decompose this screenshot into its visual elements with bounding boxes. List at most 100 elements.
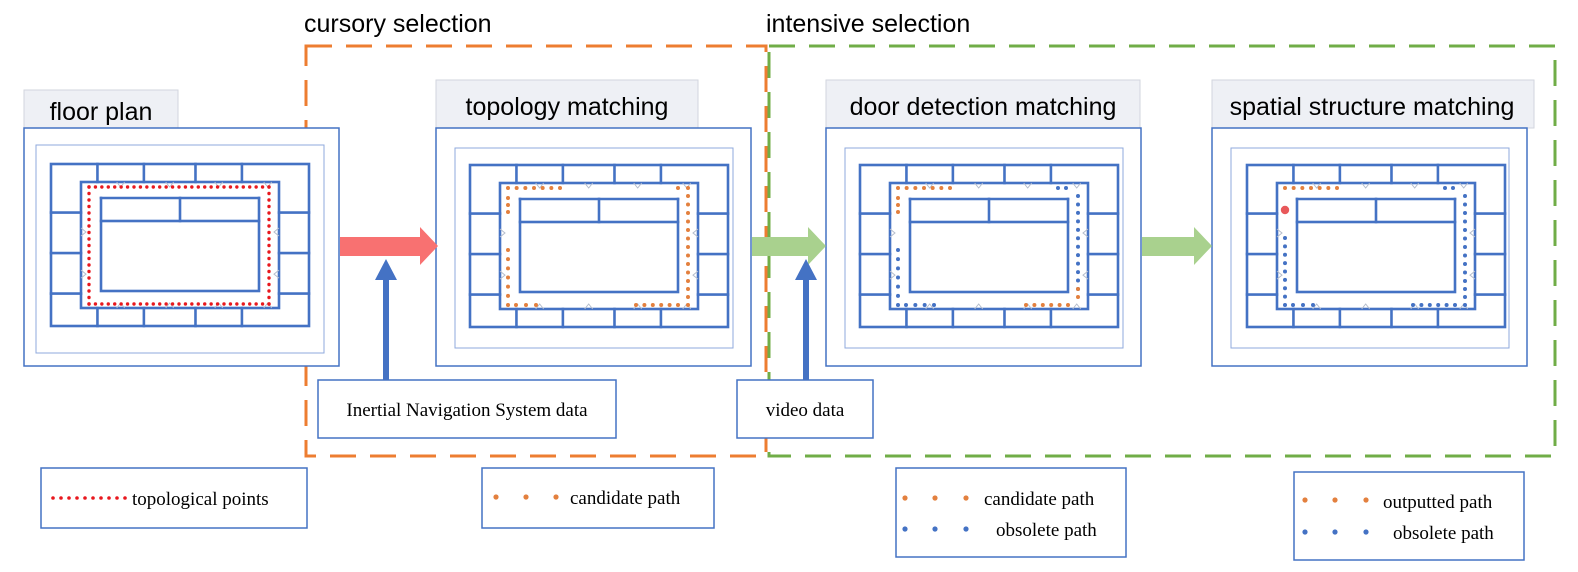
- obsolete-path-dot: [1283, 261, 1287, 266]
- obsolete-path-dot: [1463, 303, 1467, 307]
- candidate-path-dot: [659, 303, 664, 307]
- candidate-path-dot: [524, 303, 528, 307]
- topological-point: [248, 185, 252, 189]
- topological-point: [203, 302, 207, 306]
- door-marker: [633, 182, 643, 189]
- legend-box: [481, 467, 715, 529]
- candidate-path-dot: [686, 295, 690, 299]
- door-marker: [1410, 182, 1420, 189]
- obsolete-path-dot: [1283, 269, 1287, 274]
- door-marker: [889, 270, 896, 280]
- legend-obsolete-label: obsolete path: [1393, 523, 1494, 544]
- topological-point: [100, 302, 104, 306]
- candidate-path-dot: [904, 186, 909, 190]
- topological-point: [87, 198, 91, 202]
- topological-point: [190, 302, 194, 306]
- topological-point: [138, 302, 143, 306]
- door-marker: [499, 228, 506, 238]
- door-marker: [692, 270, 699, 280]
- plan-walls: [858, 163, 1120, 329]
- obsolete-path-dot: [913, 303, 918, 307]
- candidate-path-dot: [896, 196, 900, 200]
- door-marker: [1469, 270, 1476, 280]
- outputted-path-dot: [1309, 186, 1313, 190]
- candidate-path-dot: [1066, 303, 1070, 307]
- intensive-selection-label: intensive selection: [766, 10, 970, 38]
- topological-point: [106, 302, 110, 306]
- topological-point: [267, 302, 271, 306]
- legend-orange-dots: [1302, 497, 1369, 503]
- obsolete-path-dot: [896, 257, 900, 262]
- candidate-path-dot: [1049, 303, 1054, 307]
- obsolete-path-dot: [1419, 303, 1424, 307]
- panel-spatial-structure-matching: spatial structure matching: [1211, 79, 1535, 367]
- candidate-path-dot: [676, 186, 680, 190]
- panel-title: floor plan: [50, 98, 153, 126]
- candidate-path-dot: [686, 219, 690, 224]
- plan-walls: [49, 162, 311, 328]
- door-marker: [1312, 182, 1322, 189]
- video-data-box: [736, 379, 874, 439]
- topological-point: [87, 263, 91, 267]
- legend-red-dots: [51, 496, 127, 500]
- candidate-path-dot: [558, 186, 562, 190]
- topological-point: [222, 185, 226, 189]
- candidate-path-dot: [896, 210, 900, 214]
- candidate-path-dot: [922, 186, 926, 190]
- topological-point: [267, 295, 271, 300]
- candidate-path-dot: [930, 186, 935, 190]
- door-marker: [925, 303, 935, 310]
- door-markers: [1276, 182, 1476, 310]
- candidate-path-dot: [686, 270, 690, 275]
- door-marker: [499, 270, 506, 280]
- obsolete-path-dot: [1076, 227, 1080, 232]
- candidate-path-dot: [686, 245, 690, 249]
- obsolete-path-dot: [904, 303, 908, 307]
- obsolete-path-dot: [1076, 219, 1080, 224]
- panel-floor-plan: floor plan: [23, 89, 340, 367]
- door-marker: [535, 303, 545, 310]
- floor-plan-card: [844, 147, 1124, 349]
- candidate-path-dot: [686, 211, 690, 215]
- obsolete-path-dot: [1076, 278, 1080, 283]
- topological-point: [145, 302, 149, 306]
- obsolete-path-dot: [1463, 279, 1467, 283]
- door-marker: [584, 303, 594, 310]
- floor-plan-drawing: [49, 162, 311, 328]
- legend-box: [1293, 471, 1525, 561]
- outputted-path-dot: [1335, 186, 1339, 190]
- candidate-path-dot: [1057, 303, 1062, 307]
- obsolete-path-dot: [1463, 219, 1467, 224]
- obsolete-path-dot: [1064, 186, 1068, 190]
- door-marker: [974, 303, 984, 310]
- door-marker: [1082, 228, 1089, 238]
- topological-point: [267, 198, 271, 202]
- candidate-path-dot: [896, 186, 900, 190]
- obsolete-path-dot: [1283, 286, 1287, 291]
- path-dots: [87, 185, 271, 306]
- topological-point: [196, 185, 200, 189]
- legend-candidate-label: candidate path: [984, 489, 1095, 510]
- ins-data-label: Inertial Navigation System data: [346, 400, 588, 421]
- topological-point: [87, 295, 91, 300]
- candidate-path-dot: [506, 293, 510, 298]
- obsolete-path-dot: [922, 303, 927, 307]
- topological-point: [170, 302, 175, 306]
- obsolete-path-dot: [896, 303, 900, 307]
- topological-point: [113, 302, 117, 306]
- floor-plan-card: [1230, 147, 1510, 349]
- candidate-path-dot: [896, 203, 900, 207]
- topological-point: [151, 302, 155, 306]
- door-marker: [273, 227, 280, 237]
- corridor-wall: [888, 181, 1090, 311]
- obsolete-path-dot: [1463, 211, 1467, 215]
- topological-point: [241, 185, 245, 189]
- door-marker: [1459, 182, 1469, 189]
- obsolete-path-dot: [1076, 270, 1080, 275]
- outputted-path-dot: [1283, 186, 1287, 190]
- legend-output: outputted path obsolete path: [1293, 471, 1525, 561]
- door-marker: [1072, 182, 1082, 189]
- door-marker: [273, 269, 280, 279]
- panel-title-tab: [435, 79, 699, 129]
